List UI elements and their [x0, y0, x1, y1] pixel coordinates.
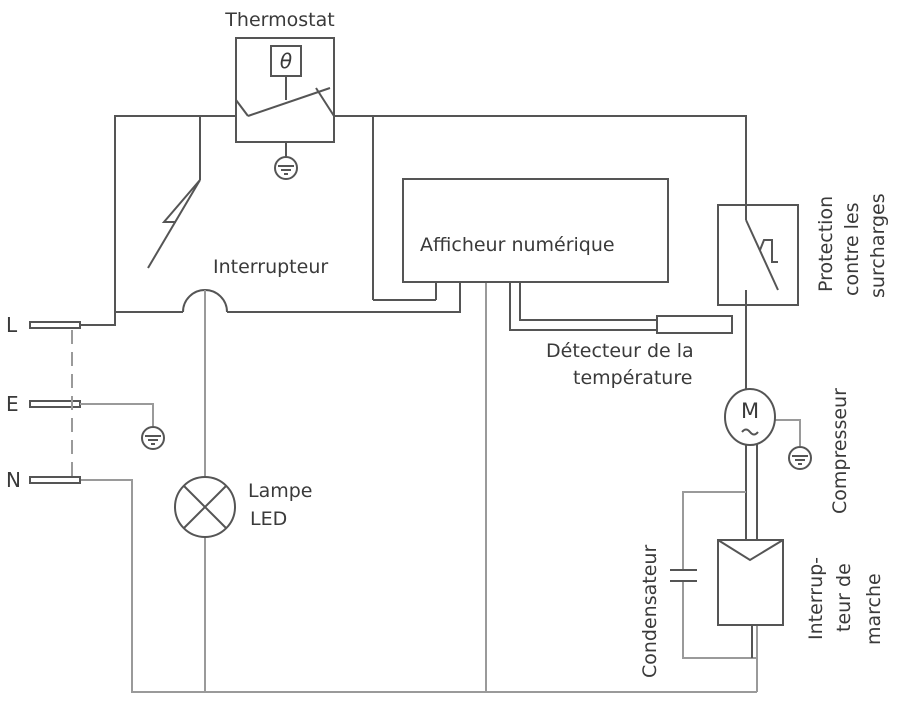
terminal-l-label: L [6, 313, 18, 337]
terminal-l-bar [29, 321, 81, 329]
digital-display-label: Afficheur numérique [420, 234, 615, 256]
terminals [29, 321, 165, 484]
led-lamp [174, 476, 236, 538]
interrupteur-label: Interrupteur [213, 256, 328, 278]
start-relay-box [717, 539, 784, 626]
overload-label-1: Protection [815, 196, 837, 292]
thermostat-label: Thermostat [224, 9, 334, 31]
start-relay-label-2: teur de [833, 563, 855, 632]
main-switch [147, 116, 201, 269]
digital-display-box [402, 178, 669, 283]
thermostat-theta-symbol: θ [280, 49, 292, 73]
compressor-motor: M [724, 388, 776, 446]
motor-m-symbol: M [741, 399, 759, 423]
start-relay-label-3: marche [863, 573, 885, 645]
overload-protection-box [717, 204, 799, 306]
compressor-label: Compresseur [829, 388, 851, 514]
temperature-sensor [656, 315, 733, 334]
earth-ground-icon [141, 426, 165, 450]
led-lamp-label-1: Lampe [248, 480, 313, 502]
overload-label-2: contre les [841, 202, 863, 296]
capacitor [670, 569, 698, 582]
led-lamp-label-2: LED [250, 508, 287, 530]
start-relay-label-1: Interrup- [805, 557, 827, 640]
thermostat-contact [247, 87, 331, 117]
temperature-sensor-label-2: température [573, 367, 692, 389]
terminal-n-label: N [6, 468, 21, 492]
temperature-sensor-label-1: Détecteur de la [546, 340, 694, 362]
thermostat-ground-icon [274, 156, 298, 180]
capacitor-label: Condensateur [639, 545, 661, 678]
overload-protection [717, 204, 799, 306]
overload-label-3: surcharges [867, 193, 889, 298]
terminal-e-label: E [6, 392, 19, 416]
terminal-n-bar [29, 476, 81, 484]
compressor-ground-icon [788, 446, 812, 470]
start-relay [717, 539, 784, 658]
thermostat: θ [235, 37, 335, 180]
